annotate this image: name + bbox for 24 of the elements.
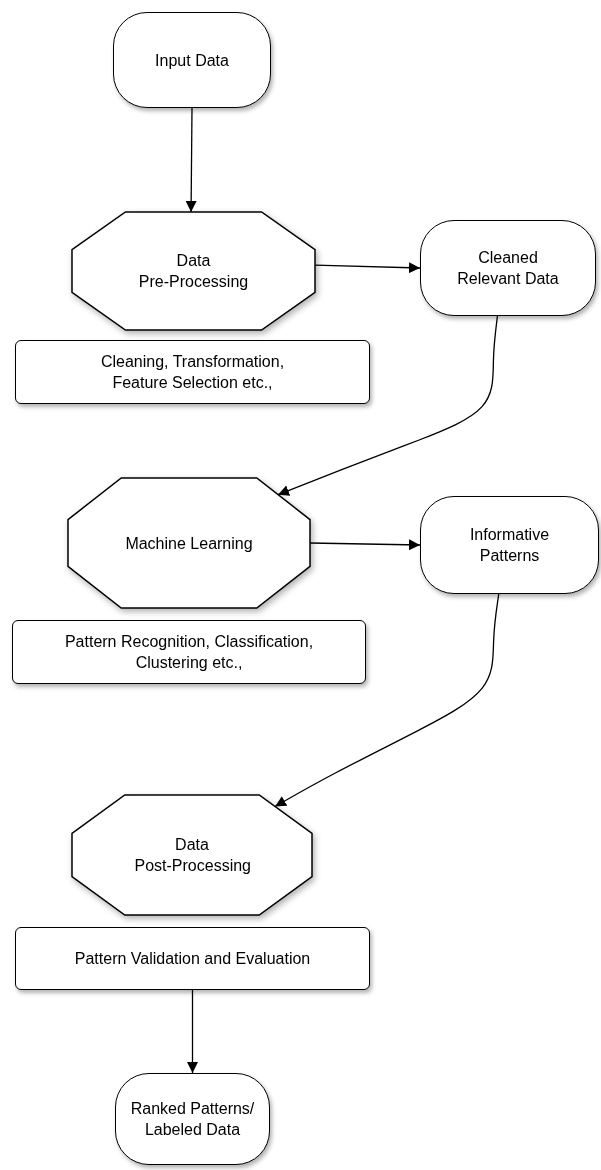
terminal-box bbox=[420, 220, 596, 316]
terminal-box bbox=[115, 1073, 270, 1165]
node-label: Pattern Validation and Evaluation bbox=[73, 949, 312, 969]
node-label: Input Data bbox=[154, 50, 230, 71]
node-label: Data Post-Processing bbox=[133, 835, 252, 876]
terminal-box bbox=[420, 496, 599, 594]
node-label: Cleaned Relevant Data bbox=[456, 248, 560, 289]
node-label: Ranked Patterns/ Labeled Data bbox=[129, 1099, 256, 1140]
node-label: Informative Patterns bbox=[468, 525, 551, 566]
terminal-box bbox=[113, 12, 271, 108]
arrow bbox=[185, 107, 197, 213]
note-box bbox=[15, 927, 370, 990]
note-box bbox=[12, 620, 366, 684]
arrow bbox=[274, 593, 500, 808]
process-octagon bbox=[68, 478, 310, 608]
process-octagon bbox=[72, 212, 315, 330]
arrow bbox=[277, 315, 499, 496]
node-label: Pattern Recognition, Classification, Clustering etc., bbox=[63, 632, 315, 673]
note-box bbox=[15, 340, 370, 404]
process-octagon bbox=[72, 795, 312, 915]
arrow bbox=[187, 989, 198, 1074]
node-label: Data Pre-Processing bbox=[137, 251, 250, 292]
node-label: Machine Learning bbox=[124, 533, 254, 554]
node-label: Cleaning, Transformation, Feature Selection etc., bbox=[99, 352, 286, 393]
